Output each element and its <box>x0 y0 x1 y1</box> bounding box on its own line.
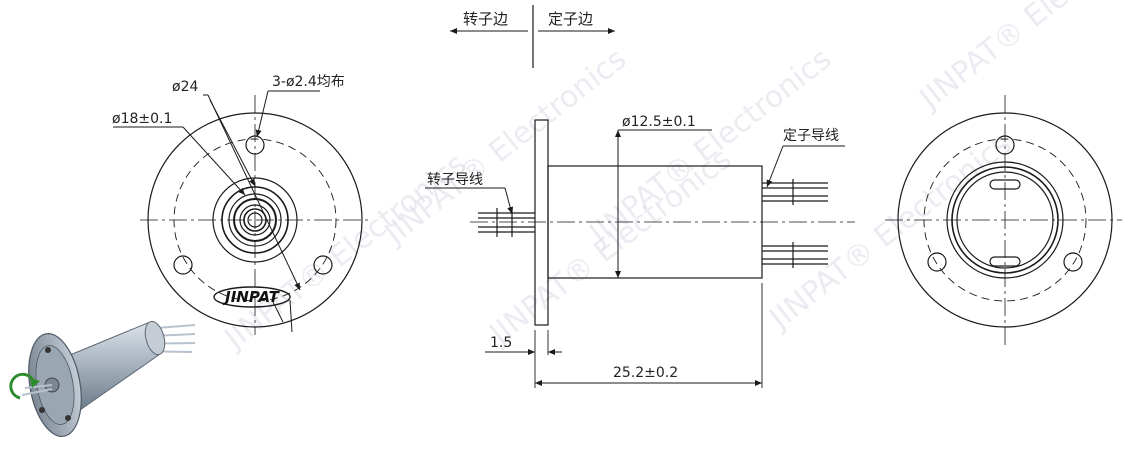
stator-side-label: 定子边 <box>548 10 593 28</box>
side-view <box>425 119 855 388</box>
dim-d12-5-label: ø12.5±0.1 <box>622 114 696 130</box>
dim-d18-label: ø18±0.1 <box>112 111 172 127</box>
body-outline <box>946 161 1064 279</box>
rotor-side-label: 转子边 <box>463 10 508 28</box>
bolt-circle <box>173 138 337 302</box>
mounting-hole <box>313 255 333 275</box>
front-view <box>113 90 370 335</box>
flange-outline <box>147 112 363 328</box>
dim-length-label: 25.2±0.2 <box>613 365 678 381</box>
mounting-hole <box>995 135 1015 155</box>
watermark-text: JINPAT® Electronics <box>762 127 1018 338</box>
mounting-hole <box>173 255 193 275</box>
mounting-hole <box>1063 252 1083 272</box>
body-profile <box>547 165 763 279</box>
back-view <box>885 95 1122 345</box>
mounting-hole <box>245 135 265 155</box>
dim-flange-label: 1.5 <box>490 335 512 351</box>
rotation-arrow-icon <box>9 372 36 400</box>
side-indicator: 转子边 定子边 <box>450 5 615 68</box>
mounting-hole <box>927 252 947 272</box>
stator-wires-label: 定子导线 <box>783 128 839 144</box>
logo-oval <box>213 286 291 308</box>
watermark-text: JINPAT® Electronics <box>912 0 1127 118</box>
flange-outline <box>897 112 1113 328</box>
jinpat-logo: JINPAT <box>222 288 281 306</box>
rotor-wires-label: 转子导线 <box>427 172 483 188</box>
product-illustration <box>9 320 196 437</box>
body-outline <box>212 177 298 263</box>
dim-d24-label: ø24 <box>172 79 198 95</box>
dim-holes-label: 3-ø2.4均布 <box>272 74 345 90</box>
